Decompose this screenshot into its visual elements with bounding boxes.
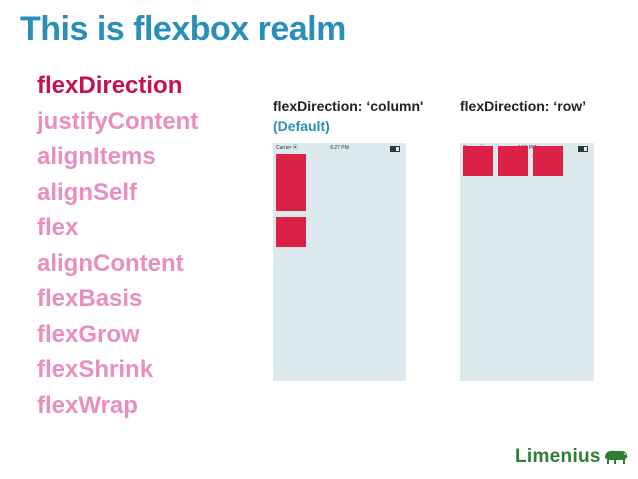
column-flex-box-3 [276,217,306,247]
column-flex-box-1 [276,154,306,184]
nav-item-flex[interactable]: flex [37,214,79,241]
row-example-phone-screen: Carrier ⦿ 6:58 PM [460,143,594,381]
column-flex-box-2 [276,181,306,211]
nav-item-flexshrink[interactable]: flexShrink [37,356,154,383]
row-example-caption: flexDirection: ‘row’ [460,96,586,116]
battery-icon [578,146,588,152]
nav-item-flexgrow[interactable]: flexGrow [37,320,140,348]
limenius-logo: Limenius [515,446,629,468]
status-bar: Carrier ⦿ 6:27 PM [273,143,406,153]
column-example-caption: flexDirection: ‘column' (Default) [273,96,423,136]
nav-item-flexdirection[interactable]: flexDirection [37,72,183,99]
row-flex-box-3 [533,146,563,176]
row-flex-box-1 [463,146,493,176]
status-time: 6:27 PM [330,145,349,151]
nav-item-justifycontent[interactable]: justifyContent [37,107,199,135]
nav-item-flexbasis[interactable]: flexBasis [37,285,143,312]
column-example-phone-screen: Carrier ⦿ 6:27 PM [273,143,406,381]
page-title: This is flexbox realm [20,10,346,48]
nav-item-alignitems[interactable]: alignItems [37,143,156,170]
row-flex-box-2 [498,146,528,176]
buffalo-icon [604,450,628,464]
row-example-label: flexDirection: ‘row’ [460,98,587,114]
nav-list: flexDirection justifyContent alignItems … [37,68,198,423]
battery-icon [390,146,400,152]
column-example-default-note: (Default) [273,118,330,134]
column-example-label: flexDirection: ‘column' [273,98,424,114]
carrier-label: Carrier ⦿ [276,145,298,151]
logo-text: Limenius [515,446,601,467]
nav-item-alignself[interactable]: alignSelf [37,178,138,206]
nav-item-flexwrap[interactable]: flexWrap [37,391,138,419]
nav-item-aligncontent[interactable]: alignContent [37,249,184,277]
